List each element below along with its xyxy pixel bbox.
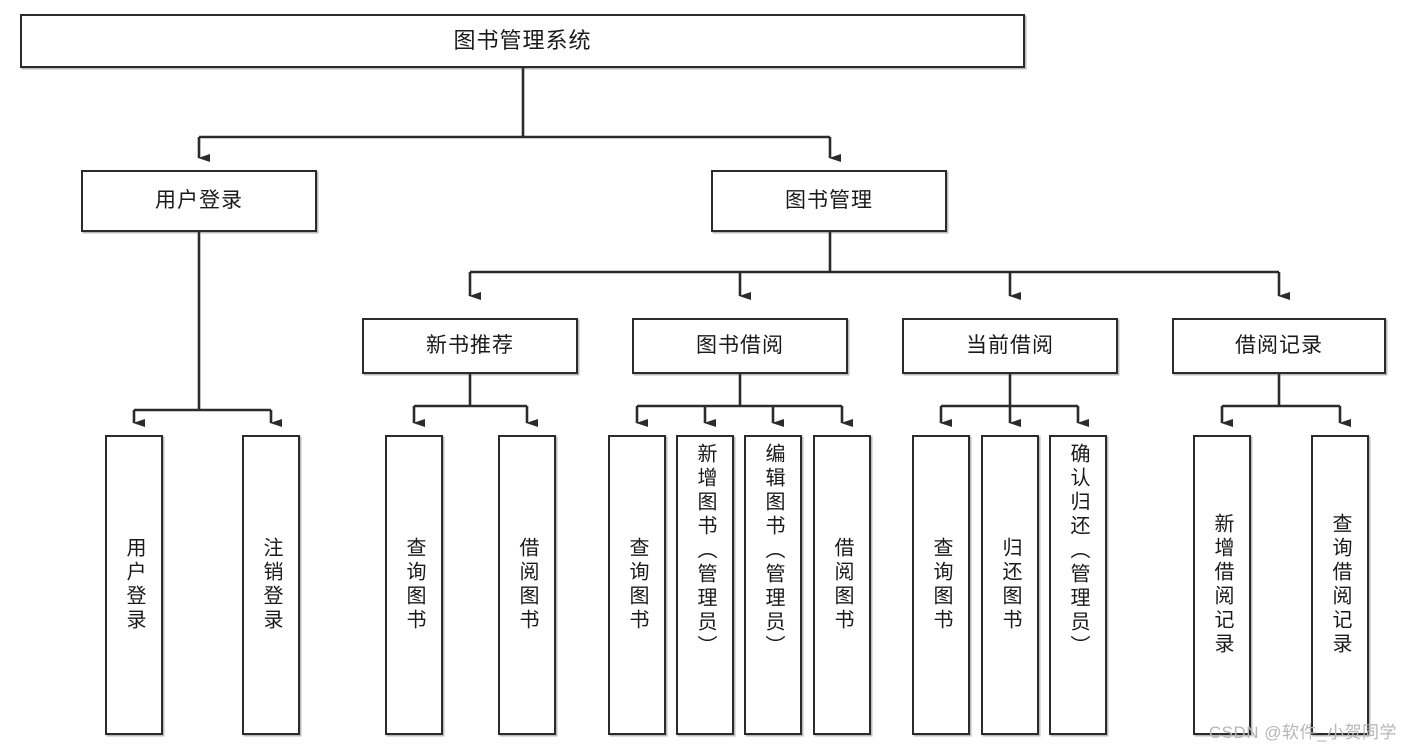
watermark-text: CSDN @软件_小贺同学	[1208, 723, 1397, 742]
node-book-borrow[interactable]: 图书借阅	[632, 318, 848, 374]
node-label: 查询图书	[626, 537, 648, 633]
leaf-new-book-query-book[interactable]: 查询图书	[385, 435, 443, 735]
leaf-current-borrow-confirm-return-admin[interactable]: 确认归还（管理员）	[1049, 435, 1107, 735]
node-label: 编辑图书（管理员）	[762, 443, 784, 659]
node-label: 确认归还（管理员）	[1067, 443, 1089, 659]
node-label: 新增借阅记录	[1211, 513, 1233, 657]
node-label: 借阅记录	[1235, 333, 1323, 357]
node-label: 图书管理系统	[453, 28, 592, 54]
node-label: 查询借阅记录	[1329, 513, 1351, 657]
node-label: 新增图书（管理员）	[694, 443, 716, 659]
node-label: 当前借阅	[966, 333, 1054, 357]
node-borrow-record[interactable]: 借阅记录	[1172, 318, 1386, 374]
leaf-user-login-logout[interactable]: 注销登录	[242, 435, 300, 735]
node-label: 用户登录	[155, 188, 243, 212]
leaf-book-borrow-query-book[interactable]: 查询图书	[608, 435, 666, 735]
node-label: 借阅图书	[516, 537, 538, 633]
leaf-book-borrow-borrow-book[interactable]: 借阅图书	[813, 435, 871, 735]
leaf-borrow-record-query-record[interactable]: 查询借阅记录	[1311, 435, 1369, 735]
node-label: 注销登录	[260, 537, 282, 633]
node-label: 图书借阅	[696, 333, 784, 357]
leaf-borrow-record-add-record[interactable]: 新增借阅记录	[1193, 435, 1251, 735]
leaf-book-borrow-edit-book-admin[interactable]: 编辑图书（管理员）	[744, 435, 802, 735]
node-current-borrow[interactable]: 当前借阅	[902, 318, 1118, 374]
node-new-book-recommend[interactable]: 新书推荐	[362, 318, 578, 374]
leaf-user-login-login[interactable]: 用户登录	[105, 435, 163, 735]
node-label: 图书管理	[785, 188, 873, 212]
node-book-management[interactable]: 图书管理	[711, 170, 947, 232]
leaf-current-borrow-return-book[interactable]: 归还图书	[981, 435, 1039, 735]
node-label: 新书推荐	[426, 333, 514, 357]
node-label: 归还图书	[999, 537, 1021, 633]
node-label: 查询图书	[930, 537, 952, 633]
node-label: 查询图书	[403, 537, 425, 633]
leaf-new-book-borrow-book[interactable]: 借阅图书	[498, 435, 556, 735]
leaf-book-borrow-add-book-admin[interactable]: 新增图书（管理员）	[676, 435, 734, 735]
leaf-current-borrow-query-book[interactable]: 查询图书	[912, 435, 970, 735]
node-label: 用户登录	[123, 537, 145, 633]
node-root-book-management-system[interactable]: 图书管理系统	[20, 14, 1025, 68]
node-label: 借阅图书	[831, 537, 853, 633]
node-user-login[interactable]: 用户登录	[81, 170, 317, 232]
